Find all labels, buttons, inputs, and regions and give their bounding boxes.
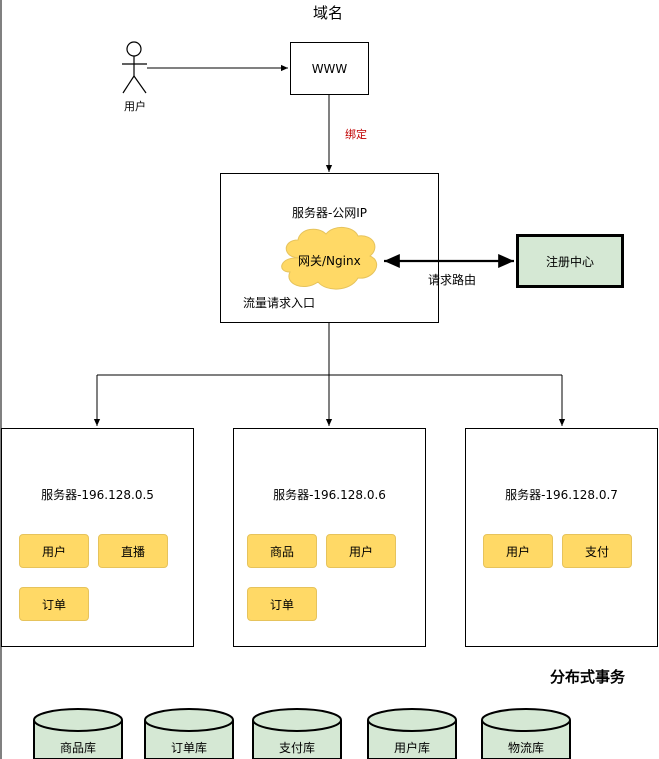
server-box: 服务器-196.128.0.5 用户 直播 订单 (1, 428, 194, 647)
service-module: 订单 (19, 587, 89, 621)
database-label: 订单库 (170, 741, 207, 755)
db-cylinder-icon (367, 708, 457, 759)
www-node: WWW (290, 42, 369, 95)
gateway-server-box: 服务器-公网IP 流量请求入口 (220, 173, 439, 323)
server-box: 服务器-196.128.0.6 商品 用户 订单 (233, 428, 426, 647)
database-label: 商品库 (59, 741, 96, 755)
server-title: 服务器-196.128.0.6 (273, 488, 386, 502)
user-label: 用户 (124, 100, 146, 113)
server-box: 服务器-196.128.0.7 用户 支付 (465, 428, 658, 647)
server-title: 服务器-196.128.0.5 (41, 488, 154, 502)
db-cylinder-icon (144, 708, 234, 759)
db-cylinder-icon (33, 708, 123, 759)
service-module: 用户 (483, 534, 553, 568)
db-cylinder-icon (481, 708, 571, 759)
service-module: 商品 (247, 534, 317, 568)
db-cylinder-icon (252, 708, 342, 759)
database-label: 物流库 (507, 741, 544, 755)
gateway-server-title: 服务器-公网IP (291, 206, 368, 220)
www-label: WWW (311, 61, 348, 76)
service-module: 支付 (562, 534, 632, 568)
traffic-entry-label: 流量请求入口 (243, 296, 316, 310)
registry-center-node: 注册中心 (516, 234, 624, 288)
database-label: 用户库 (393, 741, 430, 755)
service-module: 用户 (19, 534, 89, 568)
database-cylinders (33, 708, 571, 759)
server-title: 服务器-196.128.0.7 (505, 488, 618, 502)
diagram-title: 域名 (313, 4, 344, 22)
gateway-cloud-icon (281, 227, 378, 290)
user-actor-icon (122, 41, 147, 94)
gateway-cloud-label: 网关/Nginx (298, 254, 361, 268)
database-label: 支付库 (278, 741, 315, 755)
bind-label: 绑定 (345, 128, 367, 141)
service-module: 订单 (247, 587, 317, 621)
service-module: 用户 (326, 534, 396, 568)
route-label: 请求路由 (428, 273, 477, 287)
registry-center-label: 注册中心 (545, 254, 594, 269)
fanout-connectors (93, 322, 566, 426)
distributed-tx-label: 分布式事务 (550, 668, 626, 686)
service-module: 直播 (98, 534, 168, 568)
